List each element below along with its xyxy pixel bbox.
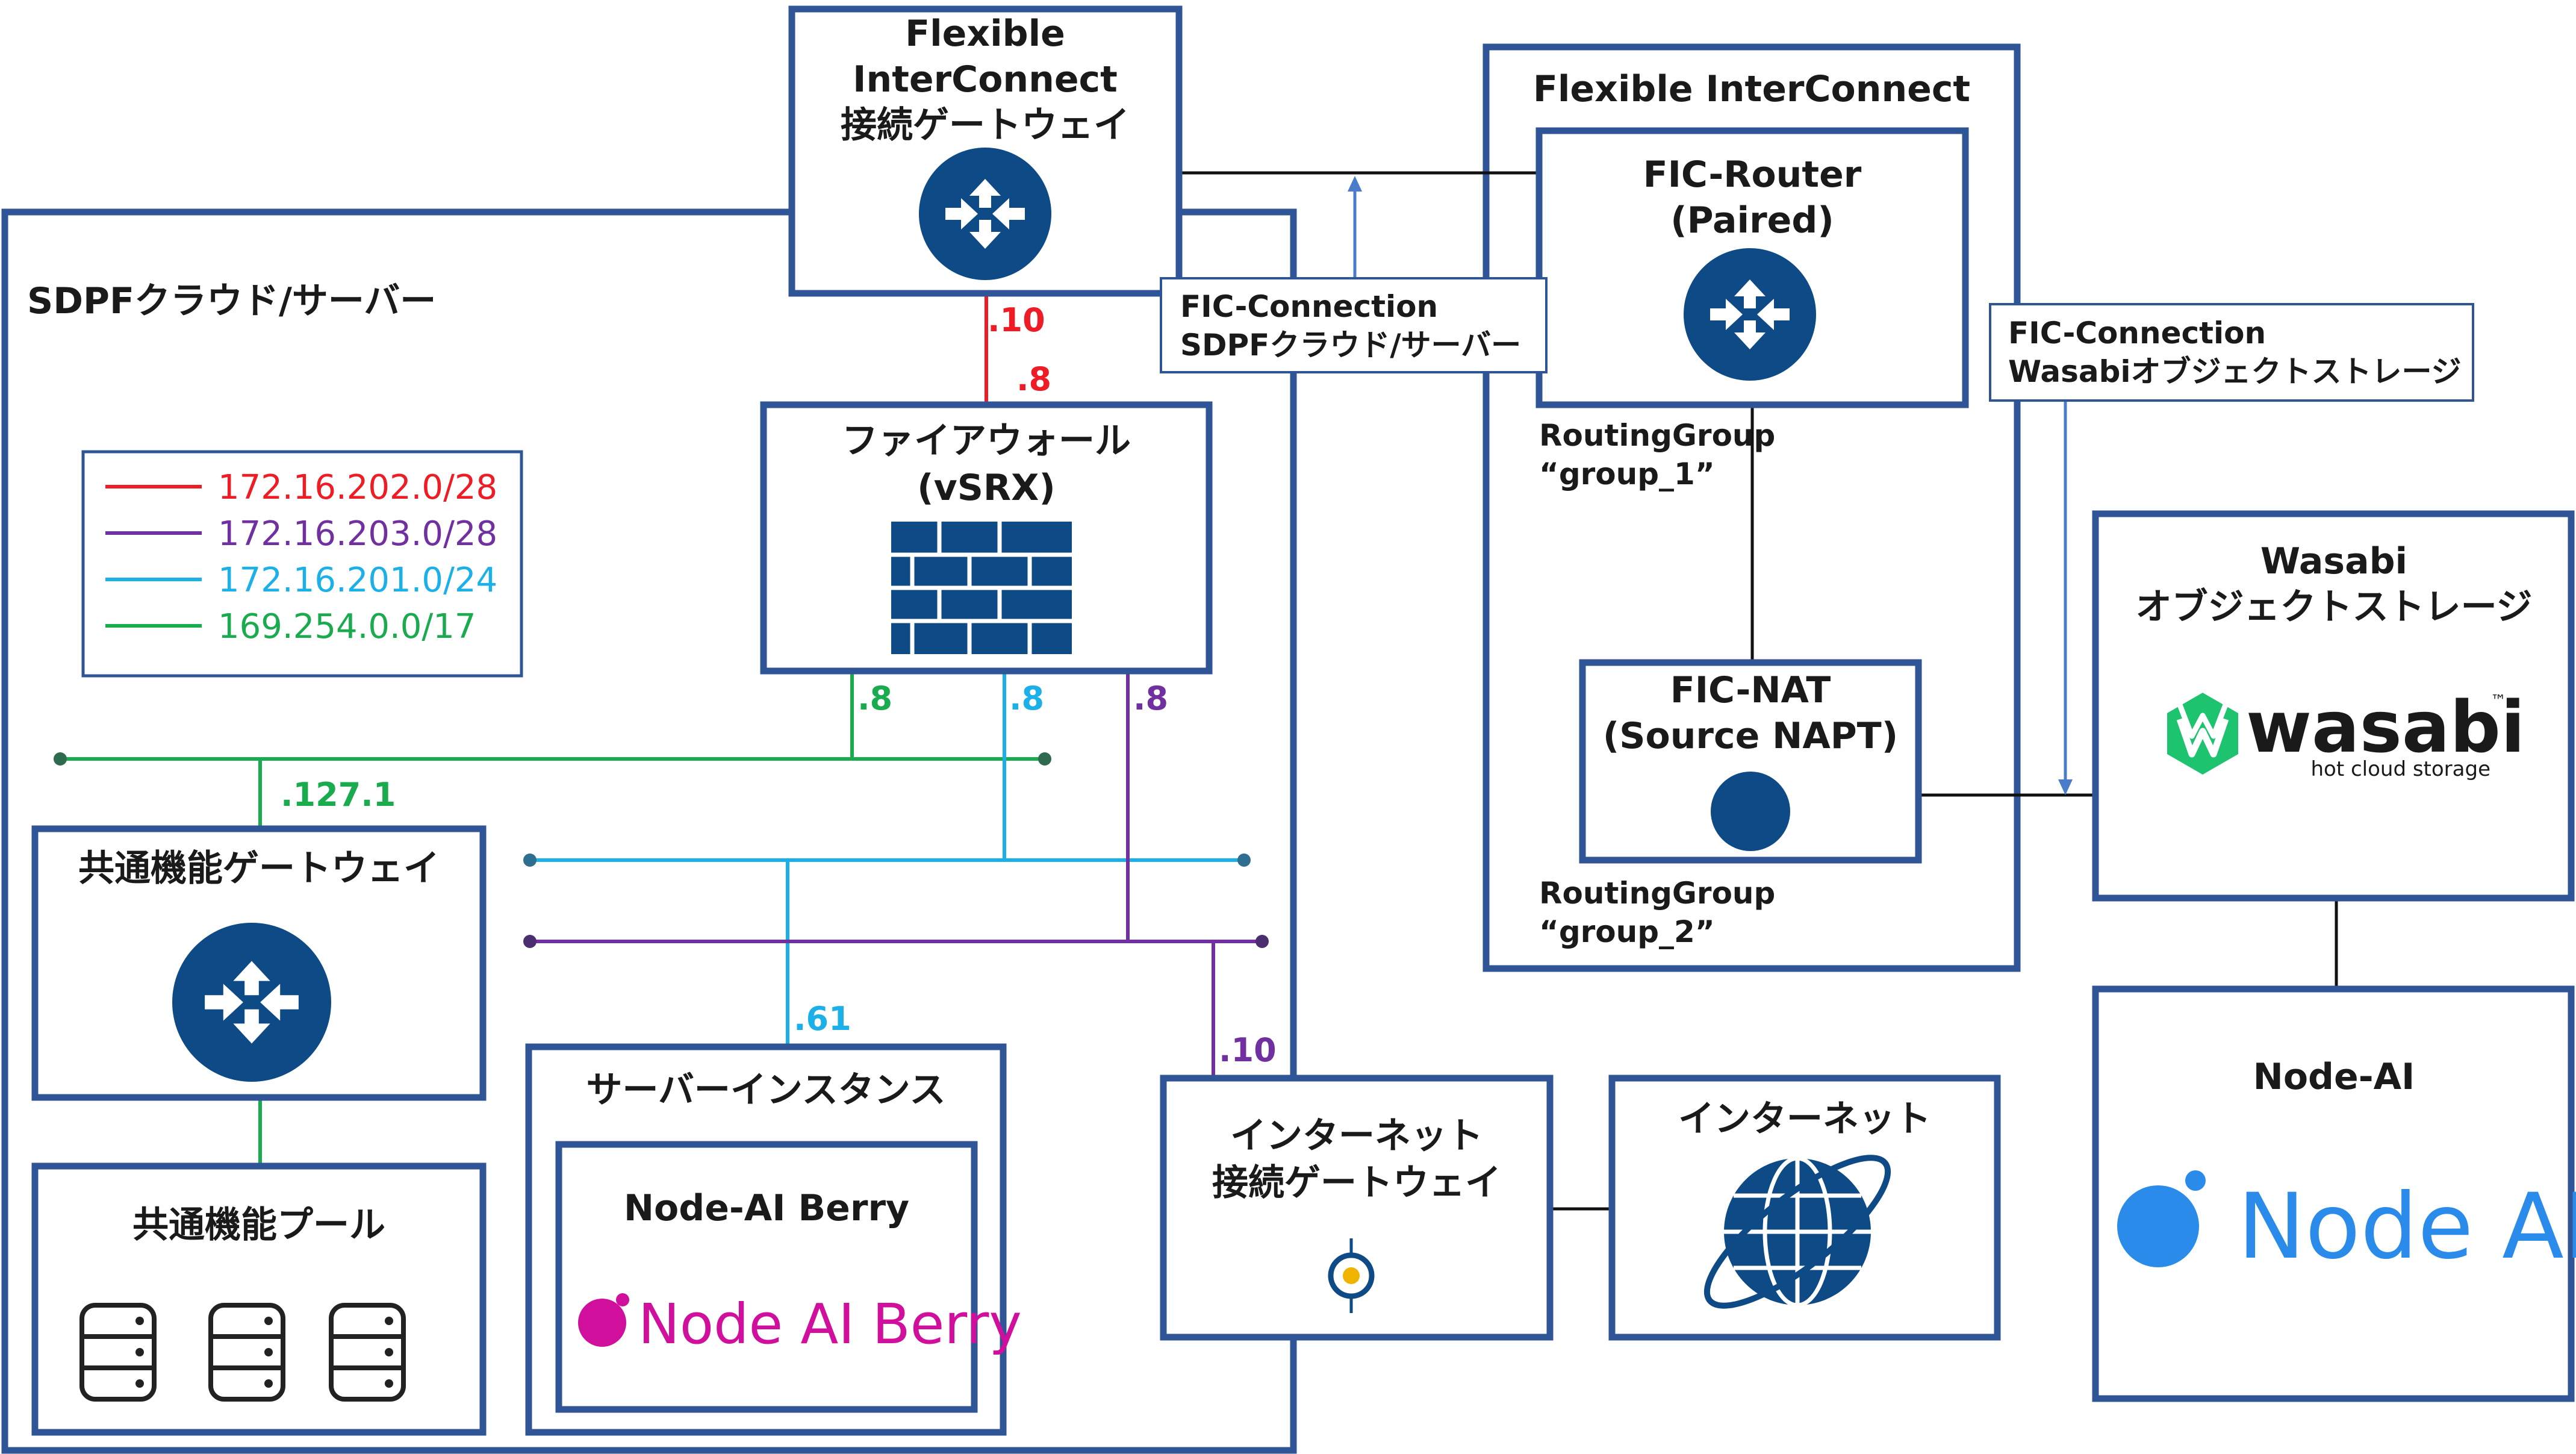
address-firewall-cyan: .8 [1009,679,1044,717]
wasabi-logo-text: wasabi [2246,685,2525,769]
firewall-label-line2: (vSRX) [917,467,1056,509]
address-firewall-purple: .8 [1133,679,1168,717]
wasabi-logo-sub: hot cloud storage [2310,757,2490,781]
node-ai-berry-logo-text: Node AI Berry [638,1292,1022,1356]
subnet-legend: 172.16.202.0/28 172.16.203.0/28 172.16.2… [81,450,523,678]
router-icon [919,148,1051,280]
address-server-cyan: .61 [794,1000,851,1038]
address-fic-gw-red: .10 [988,301,1045,339]
inet-gw-label-line1: インターネット [1230,1115,1483,1157]
database-icon [331,1305,403,1399]
fic-nat-label-line1: FIC-NAT [1670,669,1831,711]
common-pool-title: 共通機能プール [132,1204,385,1246]
legend-label-cyan: 172.16.201.0/24 [218,561,497,600]
cyan-bus-end-left [523,853,537,867]
address-common-gw-green: .127.1 [281,776,396,814]
fic-connection-sdpf-line1: FIC-Connection [1180,289,1438,324]
routing-group-2-line2: “group_2” [1539,914,1715,949]
sdpf-cloud-title: SDPFクラウド/サーバー [27,280,436,322]
fic-router-label-line1: FIC-Router [1643,154,1862,196]
fic-connection-sdpf-line2: SDPFクラウド/サーバー [1180,328,1521,363]
fic-connection-wasabi-line1: FIC-Connection [2008,316,2266,351]
node-ai-logo-text: Node AI [2238,1175,2576,1279]
internet-title: インターネット [1678,1098,1931,1140]
common-gw-title: 共通機能ゲートウェイ [78,847,440,890]
address-inet-gw-purple: .10 [1219,1031,1277,1069]
routing-group-1-line2: “group_1” [1539,457,1715,491]
fic-router-label-line2: (Paired) [1670,199,1834,242]
node-ai-berry-logo: Node AI Berry [578,1292,1022,1356]
fic-connection-sdpf-label-box [1160,277,1548,373]
fic-gw-label-line3: 接続ゲートウェイ [841,104,1130,146]
wasabi-logo: wasabi ™ hot cloud storage [2167,685,2525,781]
node-ai-berry-box [555,1141,978,1413]
fic-gw-label-line2: InterConnect [853,58,1118,101]
address-firewall-green: .8 [857,679,892,717]
legend-label-red: 172.16.202.0/28 [218,468,497,507]
node-ai-title: Node-AI [2253,1056,2415,1098]
wasabi-logo-tm: ™ [2490,692,2506,710]
cyan-bus-end-right [1237,853,1251,867]
fic-nat-label-line2: (Source NAPT) [1603,715,1898,757]
router-icon [172,923,331,1082]
fic-gw-label-line1: Flexible [905,13,1065,55]
inet-gw-label-line2: 接続ゲートウェイ [1212,1162,1501,1204]
purple-bus-end-right [1255,935,1269,948]
green-bus-end-right [1038,752,1051,766]
wasabi-logo-icon [2167,693,2238,775]
node-ai-berry-title: Node-AI Berry [624,1187,909,1229]
legend-label-purple: 172.16.203.0/28 [218,514,497,554]
router-icon [1684,248,1816,381]
database-icon [82,1305,154,1399]
globe-icon [1703,1155,1891,1309]
address-firewall-red: .8 [1016,360,1051,398]
wasabi-label-line1: Wasabi [2260,540,2407,582]
routing-group-1-line1: RoutingGroup [1539,418,1775,453]
flexible-interconnect-title: Flexible InterConnect [1533,68,1970,110]
server-instance-title: サーバーインスタンス [586,1069,946,1111]
fic-connection-wasabi-arrowhead [2058,779,2073,795]
fic-connection-sdpf-arrowhead [1348,176,1362,192]
fic-connection-wasabi-label-box [1989,303,2474,402]
gateway-icon [1328,1238,1375,1313]
legend-label-green: 169.254.0.0/17 [218,607,476,646]
wasabi-label-line2: オブジェクトストレージ [2136,586,2533,628]
database-icon [211,1305,283,1399]
fic-connection-wasabi-line2: Wasabiオブジェクトストレージ [2008,354,2462,389]
firewall-icon [891,522,1072,654]
wasabi-storage-box [2092,510,2575,902]
green-bus-end-left [54,752,67,766]
routing-group-2-line1: RoutingGroup [1539,876,1775,911]
firewall-label-line1: ファイアウォール [842,420,1131,462]
node-ai-logo: Node AI [2117,1170,2576,1279]
purple-bus-end-left [523,935,537,948]
nat-icon [1711,772,1790,851]
